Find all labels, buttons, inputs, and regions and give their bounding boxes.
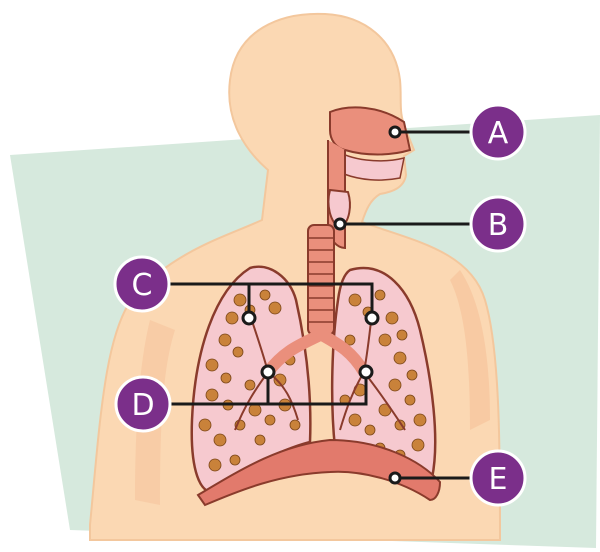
label-d: D — [116, 377, 170, 431]
label-d-text: D — [131, 388, 154, 423]
label-b-text: B — [488, 208, 509, 243]
label-e-text: E — [489, 462, 508, 497]
label-c-text: C — [132, 268, 153, 303]
label-c: C — [115, 257, 169, 311]
label-a-text: A — [488, 116, 509, 151]
label-b: B — [471, 197, 525, 251]
label-a: A — [471, 105, 525, 159]
label-e: E — [471, 451, 525, 505]
